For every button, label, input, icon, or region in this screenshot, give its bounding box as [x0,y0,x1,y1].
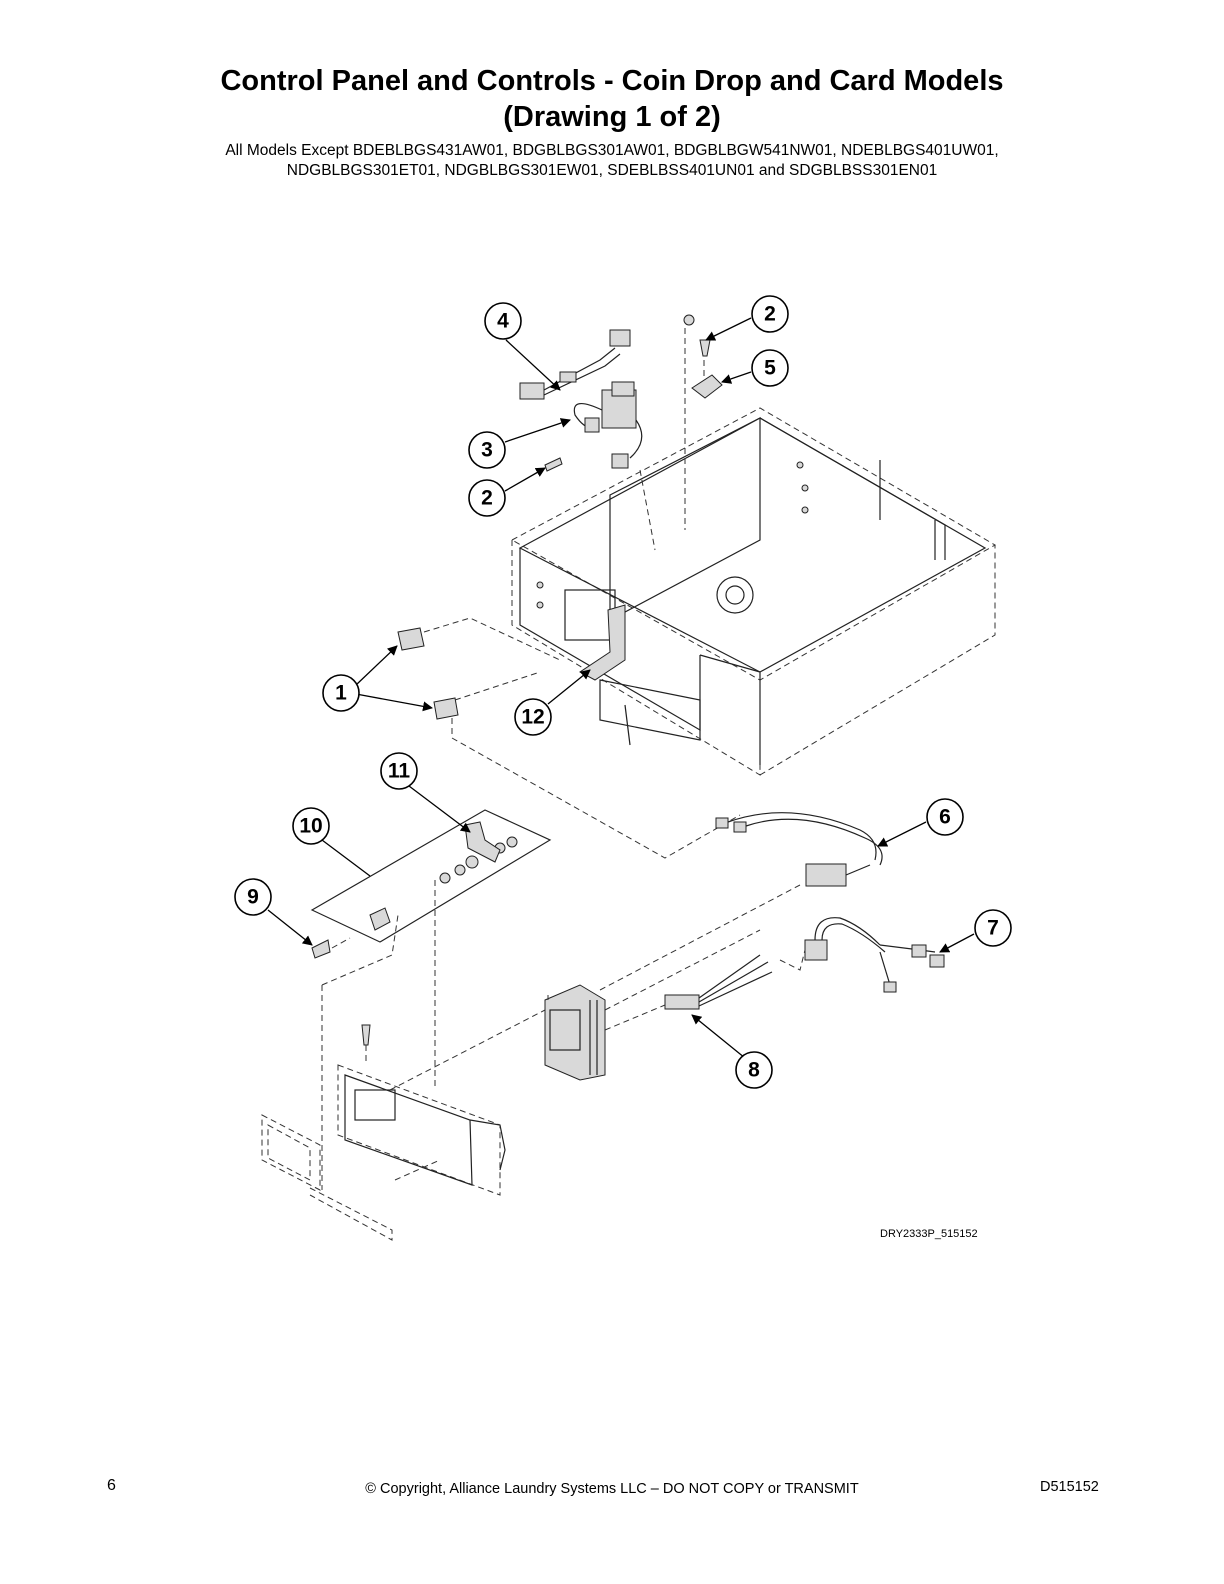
callout-3: 3 [468,431,506,469]
screw-and-clip [639,314,723,551]
console-housing [510,407,996,776]
wire-harness-6 [715,812,883,887]
callout-8: 8 [735,1051,773,1089]
svg-text:11: 11 [388,760,411,783]
svg-text:1: 1 [335,682,347,705]
svg-text:2: 2 [481,487,493,510]
callout-10: 10 [292,807,330,845]
callout-12: 12 [514,698,552,736]
svg-text:6: 6 [939,806,951,829]
svg-text:4: 4 [497,310,509,333]
leader-lines [267,317,975,1059]
page-title-line1: Control Panel and Controls - Coin Drop a… [220,65,1004,97]
svg-text:8: 8 [748,1059,760,1082]
copyright-notice: © Copyright, Alliance Laundry Systems LL… [365,1481,859,1497]
model-exclusions-line2: NDGBLBGS301ET01, NDGBLBGS301EW01, SDEBLB… [286,162,938,179]
callout-4: 4 [484,302,522,340]
bracket-part [579,604,626,681]
callout-9: 9 [234,878,272,916]
page-title-line2: (Drawing 1 of 2) [503,101,721,133]
transformer-assembly [519,329,643,472]
callout-2-left: 2 [468,479,506,517]
svg-text:3: 3 [481,439,493,462]
svg-text:5: 5 [764,357,776,380]
document-number: D515152 [1040,1479,1099,1495]
svg-text:10: 10 [299,815,322,838]
svg-text:2: 2 [764,303,776,326]
callout-2-top: 2 [751,295,789,333]
svg-text:9: 9 [247,886,259,909]
svg-text:7: 7 [987,917,999,940]
control-module-and-harness [544,884,801,1081]
control-panel-frame [261,880,546,1241]
svg-text:12: 12 [521,706,544,729]
drawing-id: DRY2333P_515152 [880,1228,978,1240]
callout-5: 5 [751,349,789,387]
model-exclusions-line1: All Models Except BDEBLBGS431AW01, BDGBL… [225,142,999,159]
callout-1: 1 [322,674,360,712]
control-panel-overlay [310,809,552,959]
callout-11: 11 [380,752,418,790]
page-number: 6 [107,1477,116,1494]
callout-7: 7 [974,909,1012,947]
switch-parts [397,617,741,859]
callout-6: 6 [926,798,964,836]
wire-harness-7 [779,917,945,993]
